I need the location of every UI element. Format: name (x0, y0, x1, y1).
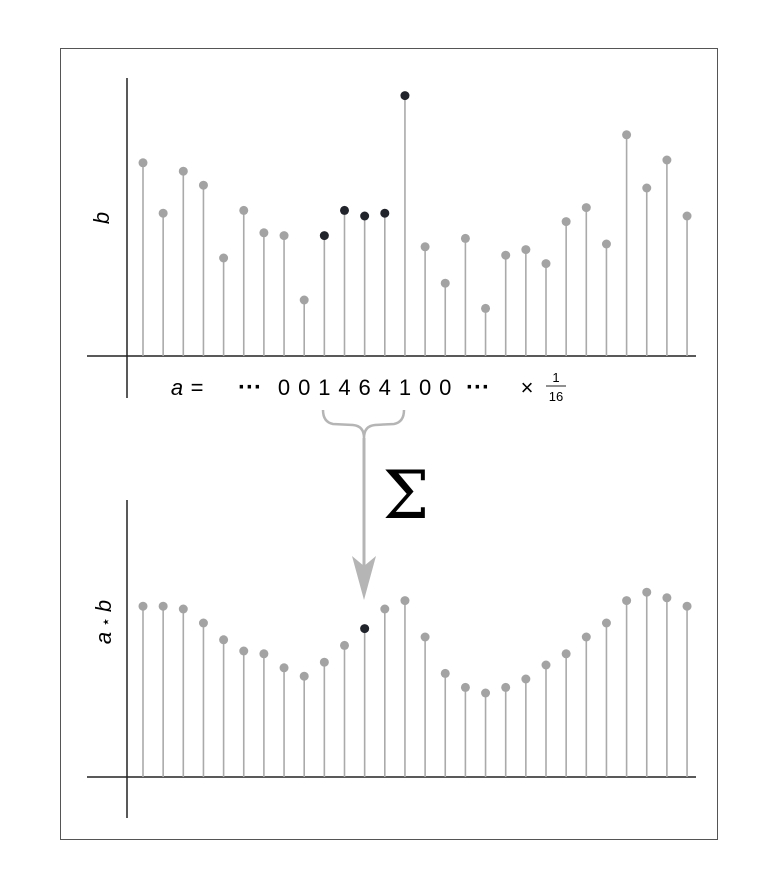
kernel-label-var: a (171, 375, 183, 400)
bottom-point (319, 657, 329, 667)
top-point (682, 211, 692, 221)
top-point (561, 217, 571, 227)
kernel-digit: 0 (278, 375, 290, 400)
bottom-point (158, 601, 168, 611)
bottom-point (481, 688, 491, 698)
top-point (138, 158, 148, 168)
top-point (581, 203, 591, 213)
bottom-point (460, 682, 470, 692)
top-point (481, 303, 491, 313)
top-y-label: b (89, 212, 114, 224)
bottom-point (601, 618, 611, 628)
bottom-point (239, 646, 249, 656)
kernel-frac-num: 1 (552, 370, 559, 385)
top-point (198, 180, 208, 190)
bottom-point (380, 604, 390, 614)
top-stems (138, 91, 692, 356)
kernel-digit: 4 (379, 375, 391, 400)
figure-frame (60, 48, 718, 840)
kernel-right-dots: ··· (466, 374, 490, 401)
kernel-digit: 6 (359, 375, 371, 400)
top-point (601, 239, 611, 249)
kernel-left-dots: ··· (238, 374, 262, 401)
bottom-point (198, 618, 208, 628)
bottom-point (138, 601, 148, 611)
bottom-point (178, 604, 188, 614)
bottom-point (279, 663, 289, 673)
bottom-point (642, 587, 652, 597)
top-point-highlighted (319, 231, 329, 241)
bottom-point-highlighted (360, 624, 370, 634)
top-point (460, 233, 470, 243)
kernel-digit: 4 (338, 375, 350, 400)
bottom-point (420, 632, 430, 642)
top-point-highlighted (360, 211, 370, 221)
top-point (622, 130, 632, 140)
bottom-point (400, 596, 410, 606)
bottom-point (501, 682, 511, 692)
bottom-point (340, 640, 349, 650)
bottom-point (682, 601, 692, 611)
kernel-digit: 1 (399, 375, 411, 400)
top-plot: b (87, 78, 696, 398)
bottom-y-label-a: a (91, 632, 116, 644)
operator-group: Σ (321, 409, 430, 600)
bottom-point (521, 674, 531, 684)
kernel-digit: 0 (439, 375, 451, 400)
top-point (662, 155, 672, 165)
kernel-digit: 0 (419, 375, 431, 400)
kernel-digit: 1 (318, 375, 330, 400)
top-point (259, 228, 269, 238)
bottom-y-label-star: ⋆ (96, 617, 115, 627)
top-point (642, 183, 652, 193)
top-point (299, 295, 309, 305)
bottom-point (259, 649, 269, 659)
kernel-digit: 0 (298, 375, 310, 400)
bottom-plot: a ⋆ b (87, 500, 696, 818)
bottom-point (541, 660, 551, 670)
top-point (158, 208, 168, 218)
top-point-highlighted (340, 205, 349, 215)
top-point (279, 231, 289, 241)
top-point-highlighted (380, 208, 390, 218)
kernel-times: × (521, 375, 534, 400)
top-point (178, 166, 188, 176)
bottom-point (299, 671, 309, 681)
top-point (239, 205, 249, 215)
bottom-stems (138, 587, 692, 777)
kernel-equals: = (191, 375, 204, 400)
bottom-point (561, 649, 571, 659)
bottom-point (440, 668, 450, 678)
top-point (219, 253, 229, 263)
top-point (420, 242, 430, 252)
bottom-y-label-b: b (91, 600, 116, 612)
top-point (541, 259, 551, 269)
top-point-highlighted (400, 91, 410, 101)
bottom-y-label: a ⋆ b (91, 600, 116, 644)
arrow-head-icon (352, 556, 376, 600)
curly-brace-icon (321, 409, 406, 439)
top-point (440, 278, 450, 288)
bottom-point (662, 593, 672, 603)
top-point (501, 250, 511, 260)
kernel-frac-den: 16 (549, 389, 563, 404)
bottom-point (622, 596, 632, 606)
bottom-point (219, 635, 229, 645)
bottom-point (581, 632, 591, 642)
top-point (521, 245, 531, 255)
sigma-symbol: Σ (383, 457, 430, 534)
